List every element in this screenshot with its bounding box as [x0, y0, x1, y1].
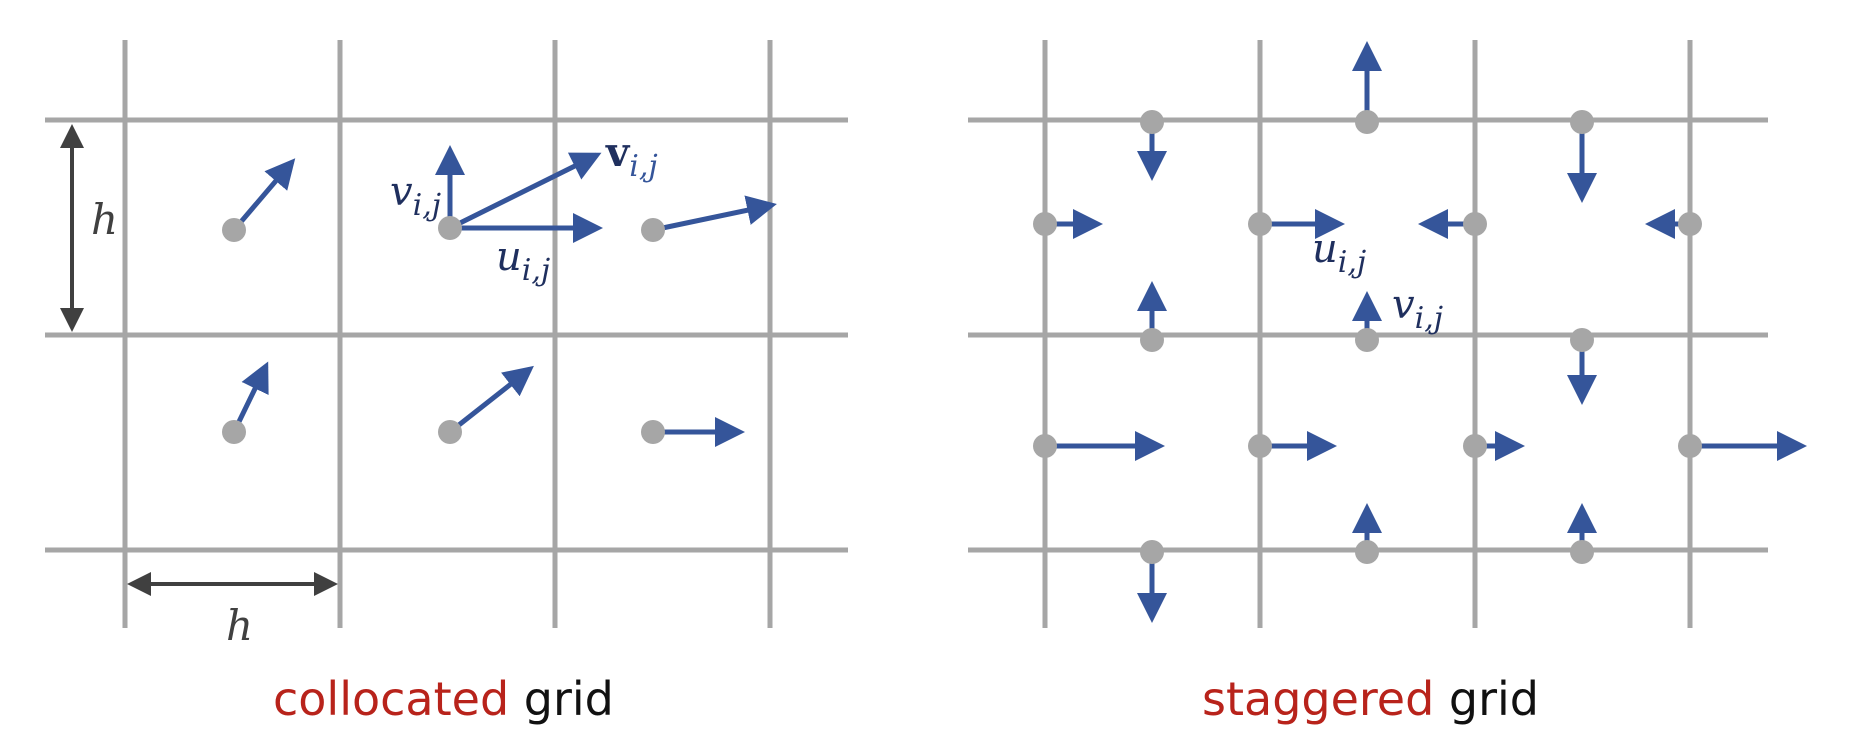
velocity-vector — [231, 361, 269, 434]
grid-node — [1248, 212, 1272, 236]
staggered-caption: staggered grid — [1202, 672, 1539, 726]
grid-node — [641, 420, 665, 444]
grid-node — [438, 420, 462, 444]
grid-node — [1355, 540, 1379, 564]
grid-node — [1140, 110, 1164, 134]
grid-node — [222, 218, 246, 242]
vertical-dimension-label: h — [91, 195, 118, 244]
velocity-vector — [448, 365, 534, 434]
v-component-label: vi,j — [390, 169, 441, 223]
staggered-nodes — [1033, 110, 1702, 564]
u-component-label: ui,j — [496, 234, 550, 288]
grid-node — [1140, 540, 1164, 564]
grid-node — [1678, 212, 1702, 236]
grid-node — [438, 216, 462, 240]
collocated-caption: collocated grid — [273, 672, 614, 726]
grid-node — [1570, 110, 1594, 134]
u-velocity-label: ui,j — [1312, 226, 1366, 280]
grid-node — [1463, 212, 1487, 236]
grid-node — [222, 420, 246, 444]
grid-node — [1033, 212, 1057, 236]
collocated-panel: h h vi,j ui,j vi,j collocated grid — [45, 40, 848, 726]
grid-node — [1355, 110, 1379, 134]
grid-node — [1140, 328, 1164, 352]
grid-node — [1463, 434, 1487, 458]
collocated-nodes — [222, 216, 665, 444]
grid-node — [1355, 328, 1379, 352]
grid-node — [1570, 328, 1594, 352]
velocity-vector — [448, 152, 602, 231]
velocity-vector — [232, 158, 296, 232]
velocity-vector-label: vi,j — [605, 129, 658, 184]
collocated-vectors — [231, 145, 777, 447]
collocated-grid-lines — [45, 40, 848, 628]
grid-node — [1570, 540, 1594, 564]
grid-node — [1678, 434, 1702, 458]
grid-node — [1248, 434, 1272, 458]
velocity-vector — [652, 195, 777, 233]
staggered-panel: ui,j vi,j staggered grid — [968, 40, 1807, 726]
grid-node — [641, 218, 665, 242]
horizontal-dimension-label: h — [226, 601, 253, 650]
v-velocity-label: vi,j — [1392, 282, 1443, 336]
grid-node — [1033, 434, 1057, 458]
